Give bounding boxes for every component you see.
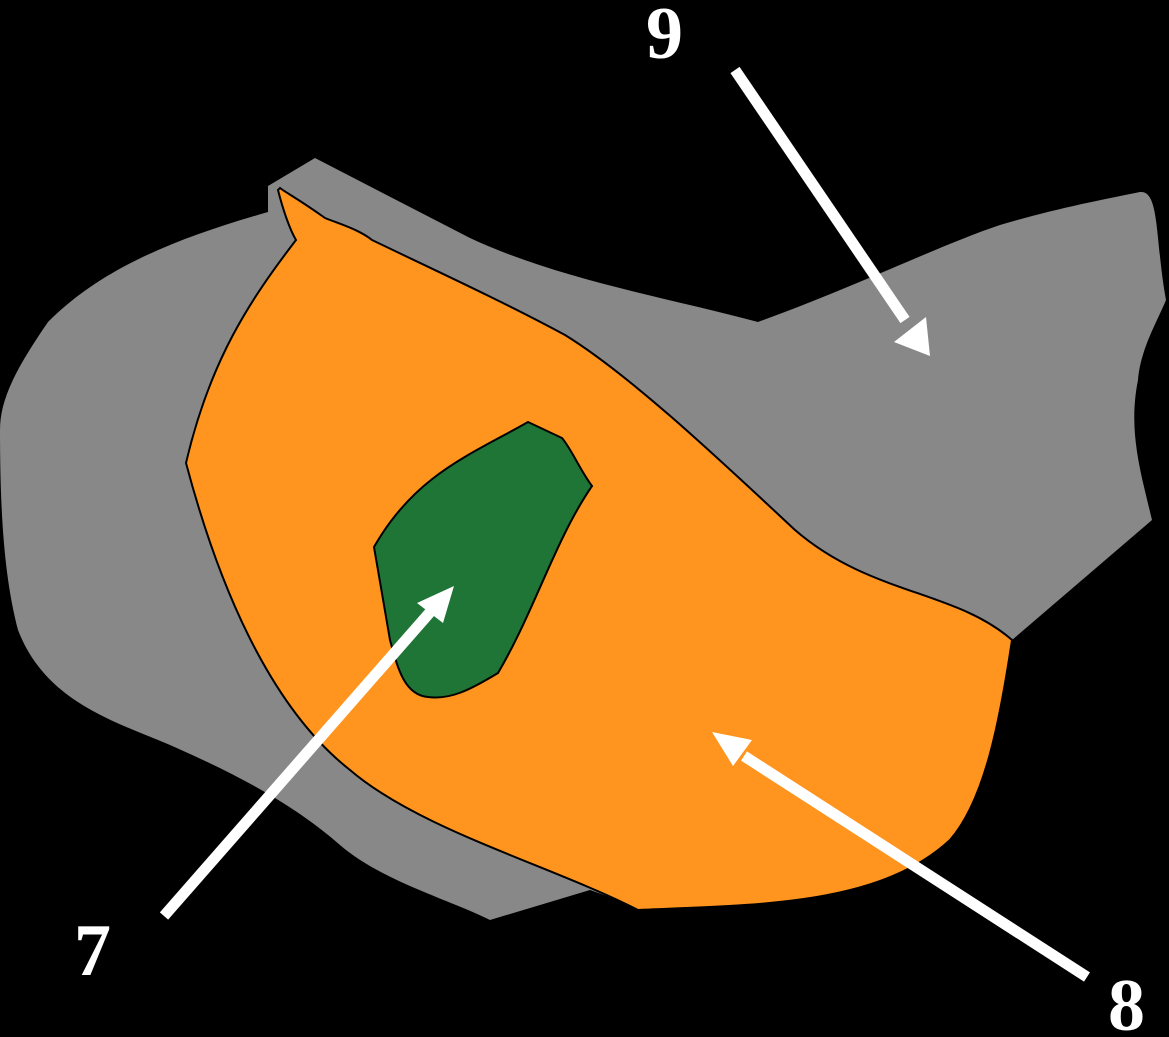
label-9: 9 (646, 0, 683, 75)
label-8: 8 (1108, 965, 1145, 1037)
label-7: 7 (74, 910, 111, 992)
